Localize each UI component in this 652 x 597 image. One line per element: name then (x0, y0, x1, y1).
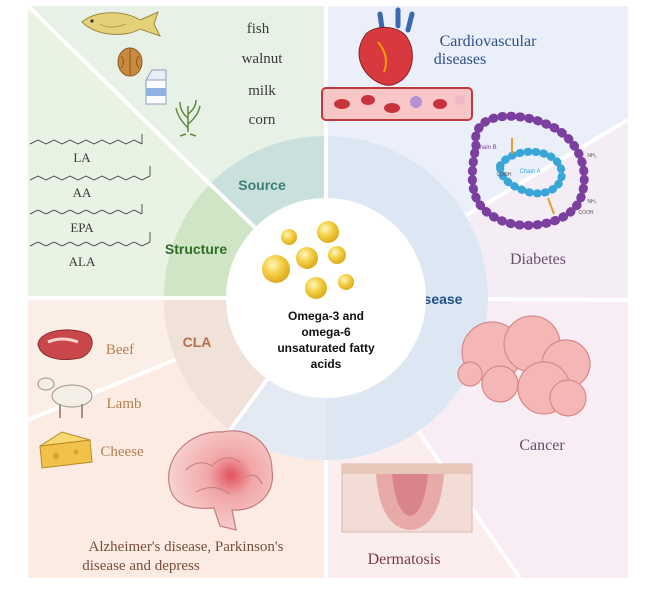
insulin-label-chain-b: Chain B (475, 145, 496, 151)
insulin-label-chain-a: Chain A (519, 169, 540, 175)
heart-icon (358, 7, 415, 86)
blood-vessel-icon (321, 87, 473, 121)
disease-cardio-line2: diseases (434, 51, 486, 68)
source-item-corn: corn (249, 112, 276, 128)
cla-item-lamb: Lamb (107, 396, 142, 412)
insulin-label-nh2-top: NH₂ (587, 153, 596, 159)
corn-plant-icon (175, 99, 201, 137)
insulin-label-nh2-bottom: NH₂ (587, 199, 596, 205)
center-title-line2: omega-6 (301, 325, 351, 339)
fatty-acid-chains (29, 134, 151, 247)
tumor-icon (457, 315, 591, 417)
center-circle (226, 198, 426, 398)
beef-icon (37, 329, 93, 360)
fish-icon (81, 11, 161, 37)
source-item-fish: fish (247, 21, 270, 37)
disease-cardio-line1: Cardiovascular (440, 33, 538, 50)
cheese-icon (39, 431, 93, 469)
disease-dermatosis: Dermatosis (368, 551, 441, 568)
milk-carton-icon (145, 69, 167, 105)
cla-item-beef: Beef (106, 342, 134, 358)
source-item-walnut: walnut (242, 51, 284, 67)
structure-item-ala: ALA (69, 254, 96, 269)
ring-label-source: Source (238, 177, 286, 193)
center-title-line1: Omega-3 and (288, 309, 364, 323)
disease-diabetes: Diabetes (510, 251, 566, 268)
omega-droplet-icon (262, 221, 354, 299)
disease-neuro-line2: disease and depress (82, 558, 200, 574)
structure-item-epa: EPA (70, 220, 94, 235)
structure-item-aa: AA (73, 185, 92, 200)
brain-icon (168, 430, 274, 531)
cla-item-cheese: Cheese (100, 444, 144, 460)
ring-label-structure: Structure (165, 241, 227, 257)
source-item-milk: milk (248, 83, 276, 99)
center-title-line3: unsaturated fatty (277, 341, 375, 355)
insulin-label-cooh-left: COOH (497, 172, 512, 178)
ring-label-cla: CLA (183, 334, 212, 350)
insulin-label-cooh-right: COOH (579, 210, 594, 216)
disease-cancer: Cancer (519, 437, 565, 454)
walnut-icon (117, 47, 143, 77)
lamb-icon (37, 377, 93, 418)
insulin-molecule-icon (467, 111, 589, 230)
skin-section-icon (341, 463, 473, 533)
structure-item-la: LA (73, 150, 91, 165)
disease-neuro-line1: Alzheimer's disease, Parkinson's (89, 539, 284, 555)
center-title-line4: acids (311, 357, 342, 371)
